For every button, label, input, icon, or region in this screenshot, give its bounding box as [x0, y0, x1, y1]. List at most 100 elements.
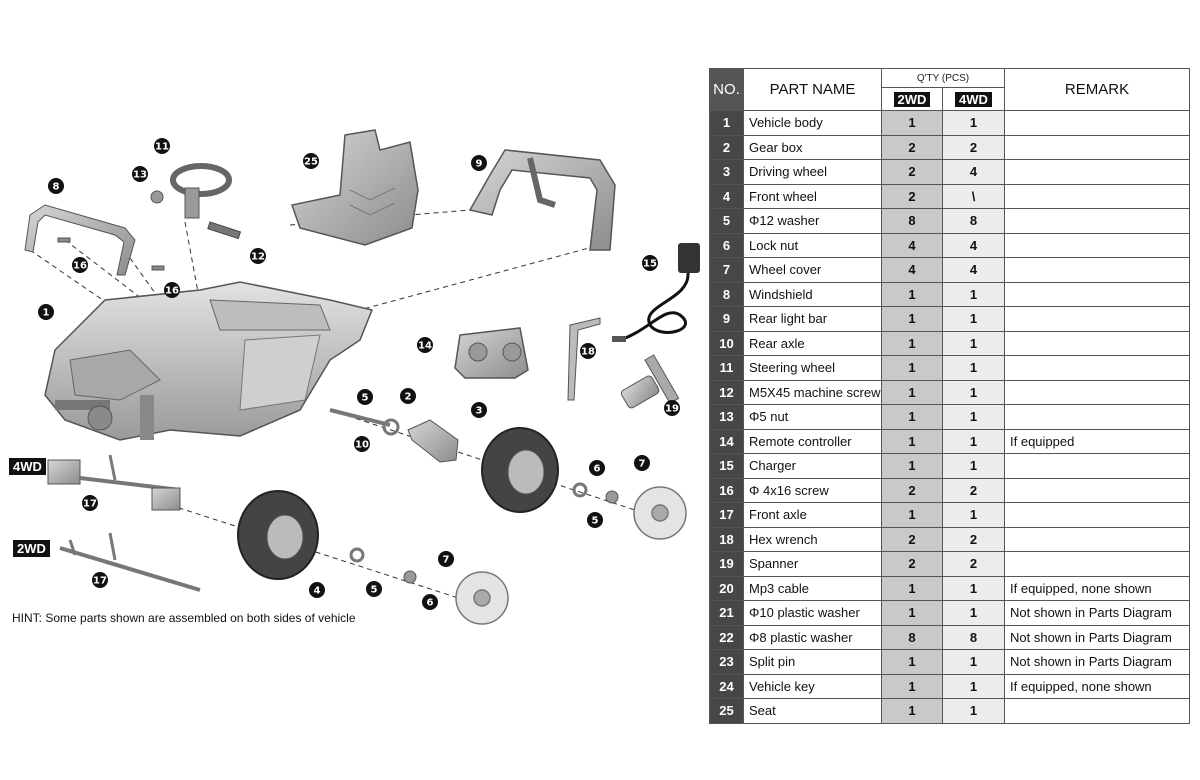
- callout-balloon: [82, 495, 98, 511]
- part-name-cell: Split pin: [743, 649, 882, 675]
- part-name-cell: Wheel cover: [743, 257, 882, 283]
- qty-2wd-cell: 1: [881, 600, 943, 626]
- callout-number: 19: [665, 404, 679, 415]
- screw-16-illustrations: [57, 237, 165, 271]
- tag-2wd: 2WD: [13, 540, 50, 557]
- gear-box-illustration: [407, 419, 459, 463]
- callout-number: 12: [251, 252, 265, 263]
- qty-2wd-cell: 1: [881, 649, 943, 675]
- hex-wrench-illustration: [567, 317, 601, 401]
- part-number-cell: 2: [709, 134, 744, 160]
- part-name-cell: M5X45 machine screw: [743, 379, 882, 405]
- part-number-cell: 25: [709, 698, 744, 724]
- part-name-cell: Seat: [743, 698, 882, 724]
- qty-2wd-cell: 1: [881, 404, 943, 430]
- remark-cell: [1004, 134, 1190, 160]
- qty-2wd-cell: 1: [881, 355, 943, 381]
- callout-balloon: [642, 255, 658, 271]
- callout-balloon: [309, 582, 325, 598]
- callout-balloon: [132, 166, 148, 182]
- steering-wheel-illustration: [150, 163, 242, 240]
- part-name-cell: Steering wheel: [743, 355, 882, 381]
- part-name-cell: Front wheel: [743, 183, 882, 209]
- callout-number: 17: [93, 576, 107, 587]
- callout-number: 13: [133, 170, 147, 181]
- remark-cell: [1004, 502, 1190, 528]
- qty-2wd-cell: 2: [881, 477, 943, 503]
- part-number-cell: 20: [709, 575, 744, 601]
- windshield-illustration: [24, 204, 136, 276]
- qty-2wd-cell: 8: [881, 208, 943, 234]
- callout-balloon: [303, 153, 319, 169]
- driving-wheel-illustration: [481, 427, 559, 513]
- assembly-hint: HINT: Some parts shown are assembled on …: [12, 611, 356, 625]
- callout-number: 10: [355, 440, 369, 451]
- qty-4wd-cell: 1: [942, 379, 1005, 405]
- qty-4wd-cell: 1: [942, 673, 1005, 699]
- callout-number: 11: [155, 142, 169, 153]
- remark-cell: Not shown in Parts Diagram: [1004, 600, 1190, 626]
- part-number-cell: 10: [709, 330, 744, 356]
- header-remark: REMARK: [1004, 68, 1190, 111]
- remark-cell: [1004, 306, 1190, 332]
- remark-cell: [1004, 404, 1190, 430]
- qty-2wd-cell: 1: [881, 330, 943, 356]
- remote-controller-illustration: [454, 327, 529, 379]
- remark-cell: [1004, 208, 1190, 234]
- qty-2wd-cell: 1: [881, 281, 943, 307]
- callout-number: 16: [73, 261, 87, 272]
- part-number-cell: 22: [709, 624, 744, 650]
- remark-cell: [1004, 159, 1190, 185]
- qty-2wd-cell: 4: [881, 232, 943, 258]
- callout-number: 4: [314, 586, 321, 597]
- part-number-cell: 11: [709, 355, 744, 381]
- part-number-cell: 7: [709, 257, 744, 283]
- callout-number: 2: [405, 392, 412, 403]
- callout-number: 25: [304, 157, 318, 168]
- qty-2wd-cell: 2: [881, 526, 943, 552]
- part-name-cell: Front axle: [743, 502, 882, 528]
- callout-balloon: [357, 389, 373, 405]
- remark-cell: Not shown in Parts Diagram: [1004, 649, 1190, 675]
- part-number-cell: 14: [709, 428, 744, 454]
- rear-light-bar-illustration: [468, 149, 616, 251]
- qty-2wd-cell: 1: [881, 306, 943, 332]
- part-number-cell: 17: [709, 502, 744, 528]
- qty-2wd-cell: 4: [881, 257, 943, 283]
- callout-number: 8: [53, 182, 60, 193]
- callout-balloon: [471, 155, 487, 171]
- lock-nut-illustrations: [403, 490, 619, 584]
- part-name-cell: Φ 4x16 screw: [743, 477, 882, 503]
- qty-4wd-cell: 4: [942, 159, 1005, 185]
- qty-4wd-cell: 8: [942, 208, 1005, 234]
- callout-balloon: [38, 304, 54, 320]
- seat-illustration: [291, 129, 419, 246]
- qty-4wd-cell: 2: [942, 134, 1005, 160]
- badge-2wd: 2WD: [893, 91, 931, 107]
- part-number-cell: 23: [709, 649, 744, 675]
- part-number-cell: 24: [709, 673, 744, 699]
- header-4wd: 4WD: [942, 87, 1005, 111]
- remark-cell: [1004, 257, 1190, 283]
- callout-balloon: [580, 343, 596, 359]
- part-name-cell: Mp3 cable: [743, 575, 882, 601]
- parts-list-table: NO. PART NAME Q'TY (PCS) REMARK 2WD 4WD …: [709, 68, 1190, 724]
- qty-2wd-cell: 1: [881, 428, 943, 454]
- tag-4wd: 4WD: [9, 458, 46, 475]
- charger-illustration: [612, 243, 700, 342]
- callout-balloon: [589, 460, 605, 476]
- part-name-cell: Φ12 washer: [743, 208, 882, 234]
- remark-cell: If equipped, none shown: [1004, 575, 1190, 601]
- callout-number: 17: [83, 499, 97, 510]
